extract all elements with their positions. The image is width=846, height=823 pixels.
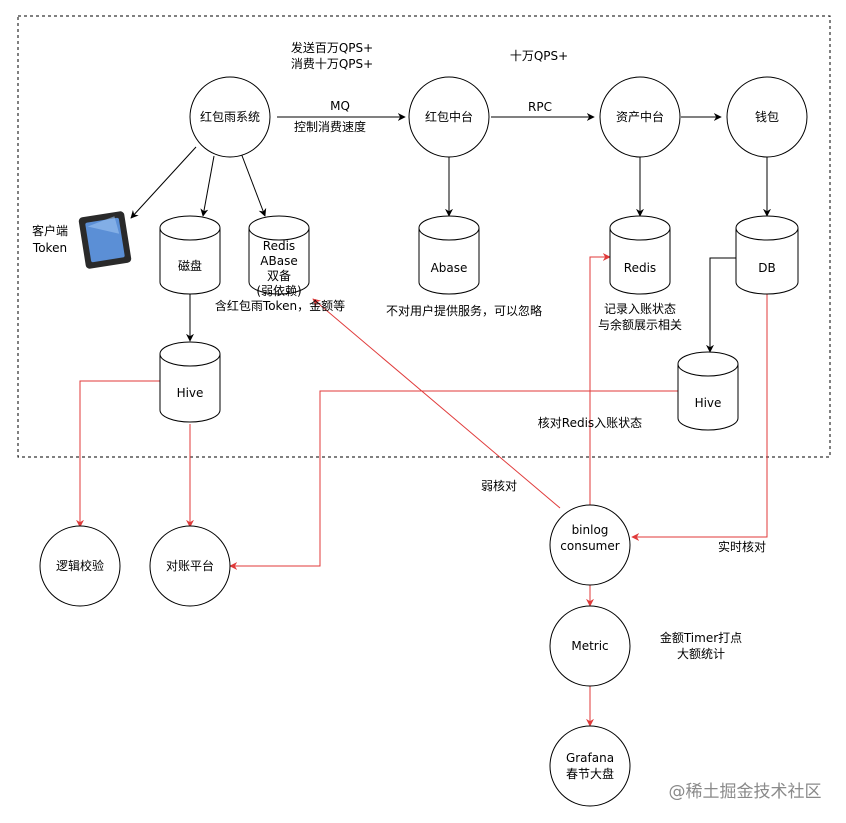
client-label-1: 客户端 (32, 223, 68, 238)
redis-abase-note: 含红包雨Token，金额等 (215, 298, 345, 313)
node-hive-right-label: Hive (695, 396, 722, 410)
node-hive-left: Hive (159, 341, 221, 423)
edge-db-to-hive (706, 257, 736, 353)
edge-binlog-to-redis (589, 253, 611, 506)
node-redis-abase: Redis ABase 双备 (弱依赖) (248, 215, 310, 298)
node-qianbao: 钱包 (726, 76, 808, 158)
node-grafana: Grafana 春节大盘 (549, 725, 631, 807)
redis-note-2: 与余额展示相关 (598, 317, 682, 332)
node-luoji: 逻辑校验 (39, 525, 121, 607)
edges-red (76, 253, 768, 727)
node-db: DB (735, 215, 799, 295)
mq-label: MQ (330, 99, 350, 113)
edge-hongbaoyu-to-redisabase (240, 152, 267, 217)
node-binlog-label-1: binlog (572, 523, 609, 537)
node-redis-label: Redis (624, 261, 656, 275)
node-duizhang-label: 对账平台 (166, 558, 214, 573)
metric-note-1: 金额Timer打点 (660, 630, 742, 645)
realtime-check-label: 实时核对 (718, 539, 766, 554)
node-metric-label: Metric (571, 639, 608, 653)
node-redis: Redis (609, 215, 671, 295)
abase-note: 不对用户提供服务，可以忽略 (386, 303, 542, 318)
edges-black (130, 113, 771, 353)
node-duizhang: 对账平台 (149, 525, 231, 607)
node-qianbao-label: 钱包 (755, 109, 779, 124)
node-redis-abase-label-4: (弱依赖) (256, 283, 301, 298)
node-hive-left-label: Hive (177, 386, 204, 400)
node-hongbao-zhongtai: 红包中台 (408, 76, 490, 158)
edge-hive-to-luoji (76, 380, 160, 528)
node-hive-right: Hive (677, 351, 739, 431)
node-redis-abase-label-2: ABase (260, 254, 297, 268)
node-hongbaoyu-label: 红包雨系统 (200, 109, 260, 124)
tablet-icon (78, 211, 132, 269)
node-abase: Abase (418, 215, 480, 295)
node-cipan: 磁盘 (159, 215, 221, 295)
rpc-label: RPC (528, 100, 552, 114)
qps-consume-label: 消费十万QPS+ (291, 57, 373, 71)
node-metric: Metric (549, 605, 631, 687)
node-zichan-zhongtai-label: 资产中台 (616, 109, 664, 124)
node-redis-abase-label-3: 双备 (267, 269, 291, 283)
watermark: @稀土掘金技术社区 (669, 782, 822, 802)
node-binlog-label-2: consumer (560, 539, 619, 553)
node-grafana-label-1: Grafana (566, 751, 614, 765)
node-grafana-label-2: 春节大盘 (566, 766, 614, 781)
edge-db-to-binlog (631, 288, 768, 541)
redis-note-1: 记录入账状态 (604, 302, 676, 316)
system-boundary (17, 15, 831, 458)
metric-note-2: 大额统计 (677, 647, 725, 661)
edge-binlog-to-redisabase (312, 298, 561, 509)
node-cipan-label: 磁盘 (178, 258, 202, 273)
node-binlog: binlog consumer (549, 504, 631, 586)
node-hongbao-zhongtai-label: 红包中台 (425, 109, 473, 124)
node-db-label: DB (758, 261, 775, 275)
node-luoji-label: 逻辑校验 (56, 558, 104, 573)
client-label-2: Token (32, 241, 67, 255)
qps-send-label: 发送百万QPS+ (291, 40, 373, 55)
node-abase-label: Abase (431, 261, 468, 275)
edge-hongbaoyu-to-cipan (200, 155, 215, 217)
mq-sub-label: 控制消费速度 (294, 119, 366, 134)
edge-hive-right-to-duizhang (229, 390, 678, 570)
edge-hongbaoyu-to-client (130, 146, 197, 219)
node-zichan-zhongtai: 资产中台 (599, 76, 681, 158)
node-hongbaoyu: 红包雨系统 (189, 76, 271, 158)
weak-check-label: 弱核对 (481, 479, 517, 493)
node-redis-abase-label-1: Redis (263, 239, 295, 253)
qps-10w-label: 十万QPS+ (510, 49, 568, 63)
check-redis-label: 核对Redis入账状态 (538, 416, 642, 430)
